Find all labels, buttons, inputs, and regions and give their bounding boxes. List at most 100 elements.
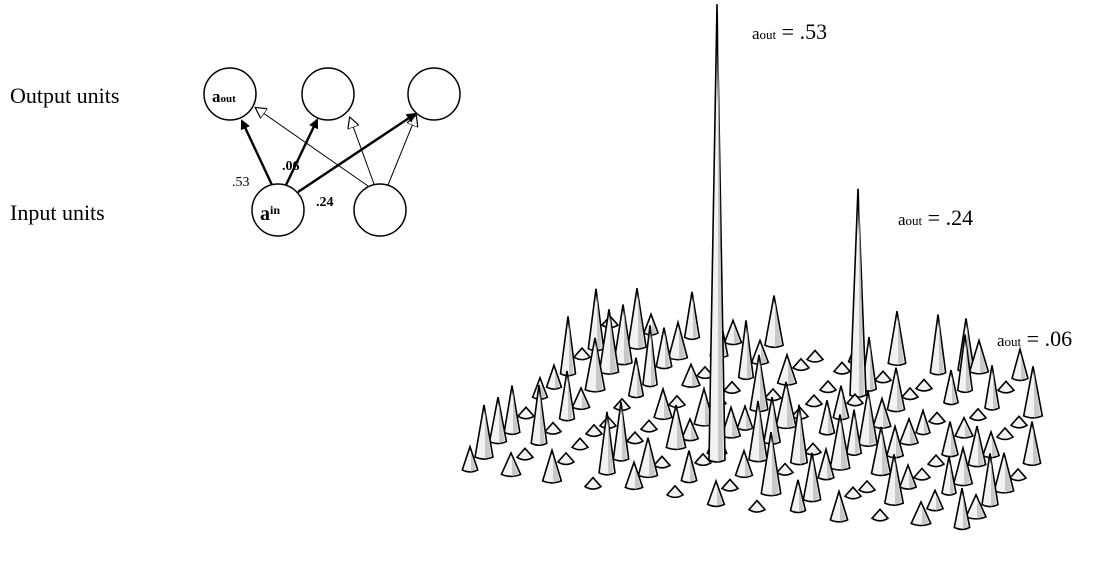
cone-68 [543,421,563,435]
cone-101 [967,425,987,468]
cone-84 [665,404,687,451]
cone-22 [559,316,577,377]
connection-in1-out1 [240,119,274,186]
cone-54 [516,406,536,420]
cone-83 [570,437,590,451]
cone-104 [461,444,479,473]
cone-48 [571,386,591,411]
cone-103 [829,414,851,471]
cone-86 [845,409,863,456]
cone-134 [964,492,988,520]
cone-8 [572,346,592,361]
output-unit-3 [407,67,461,121]
cone-59 [558,370,576,422]
cone-9 [667,319,689,361]
cone-106 [598,411,616,476]
cone-93 [612,401,630,462]
cone-96 [556,451,576,466]
cone-77 [625,430,645,445]
cone-51 [749,354,769,413]
output-unit-label: aout [212,87,236,106]
cone-110 [637,437,659,479]
cone-46 [804,393,824,408]
cone-100 [926,453,946,468]
cone-132 [747,499,767,513]
connection-in2-out1 [256,108,369,187]
connection-in2-out2 [350,118,375,185]
cone-130 [981,453,999,508]
cone-122 [993,452,1015,494]
cone-97 [789,404,809,466]
cone-112 [817,446,835,481]
cone-118 [898,462,918,490]
input-unit-1 [251,183,305,237]
activation-annotation-2: aout = .24 [898,205,974,230]
cone-72 [584,423,604,438]
cone-109 [734,448,754,479]
cone-125 [665,484,685,499]
connection-in2-out3 [387,116,416,186]
cone-13 [613,304,633,366]
network-diagram: aout ain .53 .06 .24 [203,67,461,237]
cone-66 [736,403,754,431]
cone-136 [829,488,849,523]
cone-39 [627,357,645,399]
cone-99 [1022,421,1042,467]
weight-label-3: .24 [316,195,334,210]
cone-114 [680,450,698,484]
cone-137 [910,499,932,527]
cone-85 [803,442,823,456]
cone-117 [583,476,603,490]
cone-19 [968,337,990,375]
cone-3 [723,318,743,346]
cone-82 [857,390,879,448]
cone-127 [802,452,822,503]
cone-56 [653,386,673,421]
cone-18 [832,361,852,375]
output-units-label: Output units [10,83,120,108]
cone-128 [883,454,905,506]
cone-15 [655,327,673,370]
connection-in1-out3 [297,112,417,193]
cone-90 [885,423,905,459]
cone-24 [737,320,755,381]
cone-14 [887,310,907,367]
cone-120 [720,478,740,492]
cone-50 [984,365,1000,411]
cone-138 [953,488,971,531]
cone-33 [584,337,606,393]
cone-53 [1022,366,1044,419]
cone-21 [929,314,947,376]
cone-12 [750,338,770,366]
cone-79 [762,396,782,445]
cone-5 [627,288,647,350]
cone-38 [849,188,867,398]
cone-133 [789,479,807,514]
cone-113 [1008,467,1028,482]
input-units-label: Input units [10,200,105,225]
cone-98 [693,452,713,467]
cone-116 [952,444,974,487]
cone-60 [927,411,947,425]
cone-71 [818,400,836,436]
connection-in1-out2 [284,118,319,186]
cone-16 [791,357,811,372]
cone-30 [545,362,563,390]
input-unit-2 [353,183,407,237]
cone-27 [776,352,798,386]
cone-74 [954,415,974,439]
cone-43 [943,369,959,406]
cone-81 [530,384,548,447]
cone-105 [775,462,795,476]
cone-135 [870,508,890,522]
cone-129 [706,478,726,508]
cone-34 [818,379,838,394]
cone-89 [981,429,1001,459]
cone-44 [845,393,865,407]
cone-31 [914,378,934,392]
cone-58 [968,407,988,422]
cone-57 [832,385,850,421]
output-unit-2 [301,67,355,121]
cone-80 [898,416,920,446]
